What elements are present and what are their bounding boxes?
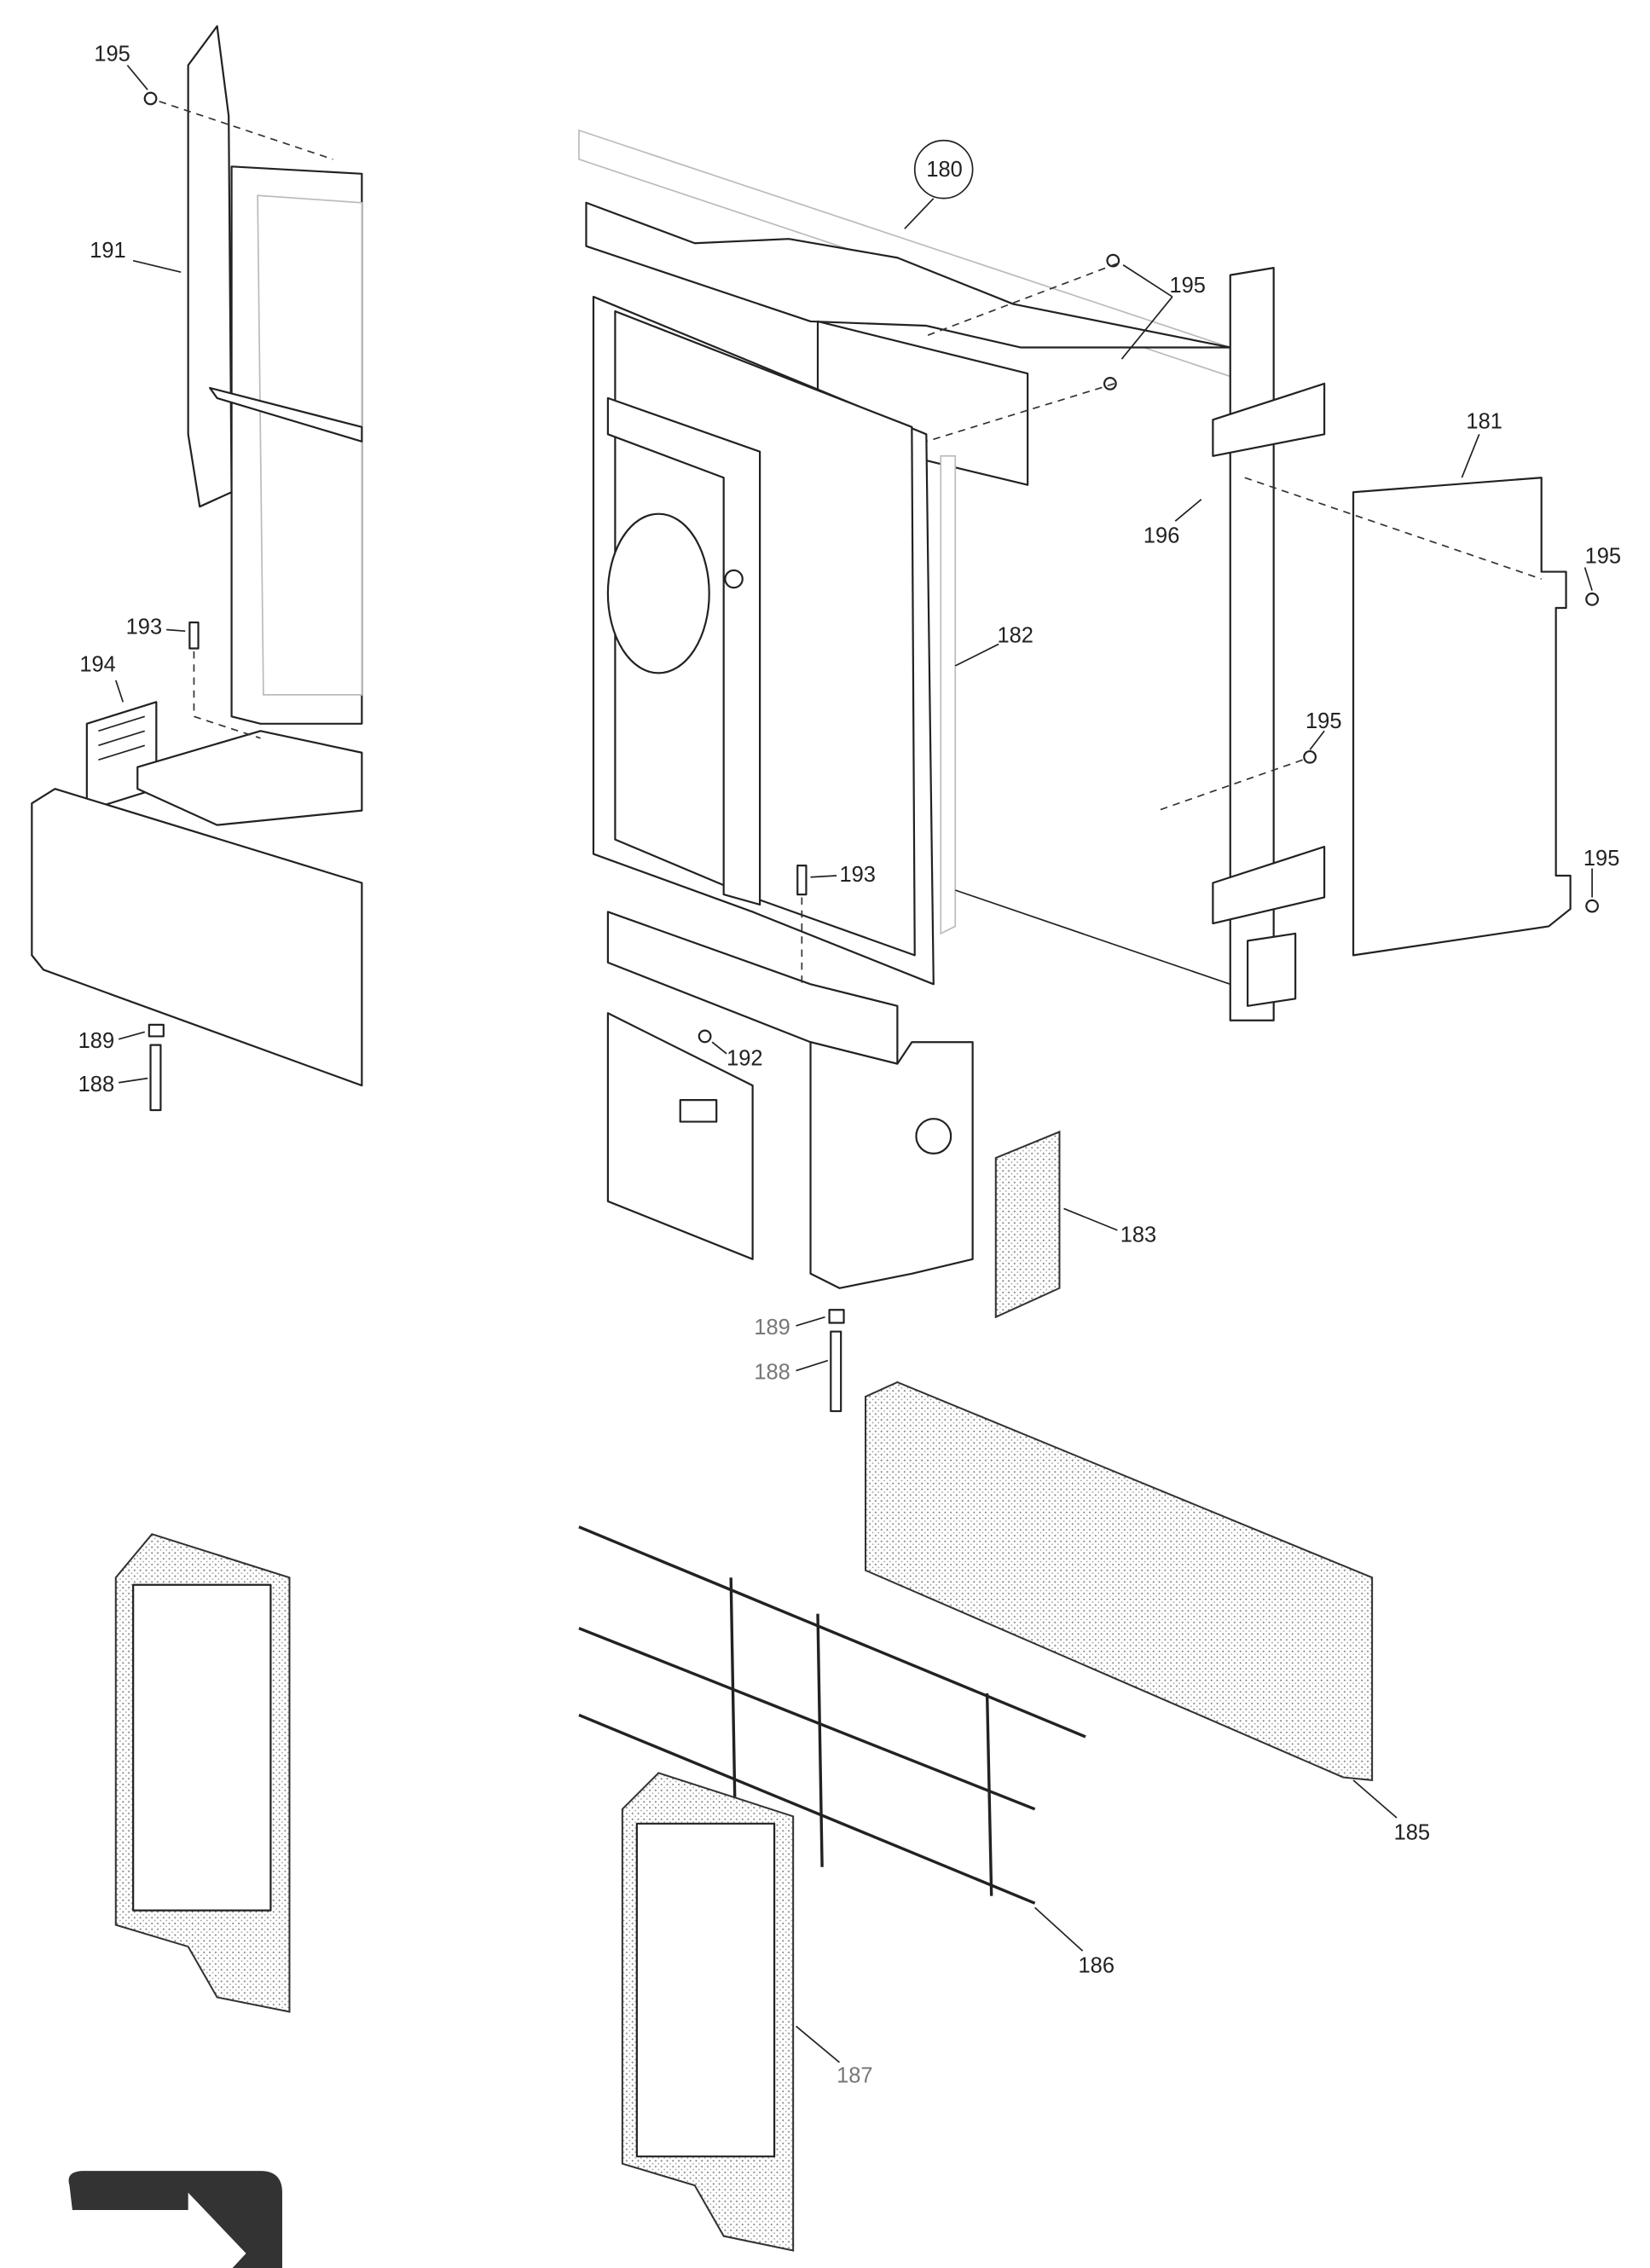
callout-194: 194 [79, 653, 115, 677]
callout-195: 195 [1583, 847, 1619, 871]
callout-186: 186 [1079, 1954, 1114, 1978]
logo-text: DHS [289, 2254, 466, 2268]
vent-plate-194 [85, 701, 158, 812]
callout-188: 188 [78, 1073, 114, 1096]
filter-block-185 [865, 1380, 1374, 1782]
front-grille-187 [114, 1533, 795, 2252]
callout-196: 196 [1143, 524, 1179, 548]
callout-191: 191 [90, 239, 125, 263]
callout-labels: 195 191 180 195 181 196 195 182 193 194 … [78, 42, 1621, 2087]
callout-181: 181 [1466, 410, 1502, 434]
callout-193: 193 [839, 863, 875, 887]
mounting-rail [954, 267, 1326, 1021]
label-plate-183 [994, 1130, 1061, 1319]
callout-193: 193 [126, 616, 162, 639]
callout-188: 188 [754, 1361, 790, 1385]
callout-180: 180 [926, 158, 962, 182]
callout-187: 187 [837, 2064, 872, 2088]
callout-195: 195 [1585, 544, 1621, 568]
side-bracket-191 [187, 25, 363, 725]
callout-195: 195 [94, 42, 130, 66]
callout-189: 189 [754, 1316, 790, 1339]
arrow-logo-icon [68, 2171, 282, 2268]
base-trim [31, 730, 363, 1087]
side-panel-181 [1352, 477, 1572, 957]
callout-185: 185 [1394, 1820, 1430, 1844]
callout-189: 189 [78, 1029, 114, 1053]
fasteners [143, 91, 1599, 1413]
assembly-lines [159, 101, 1542, 985]
callout-195: 195 [1306, 709, 1341, 733]
callout-195: 195 [1169, 274, 1205, 298]
front-panel-182 [592, 295, 957, 986]
callout-182: 182 [997, 624, 1033, 648]
leader-lines [114, 64, 1593, 2063]
wire-frame-186 [578, 1525, 1086, 1905]
callout-192: 192 [727, 1046, 762, 1070]
dhs-logo: DHS [68, 2171, 466, 2268]
callout-183: 183 [1120, 1223, 1156, 1247]
bottom-box [606, 911, 974, 1289]
